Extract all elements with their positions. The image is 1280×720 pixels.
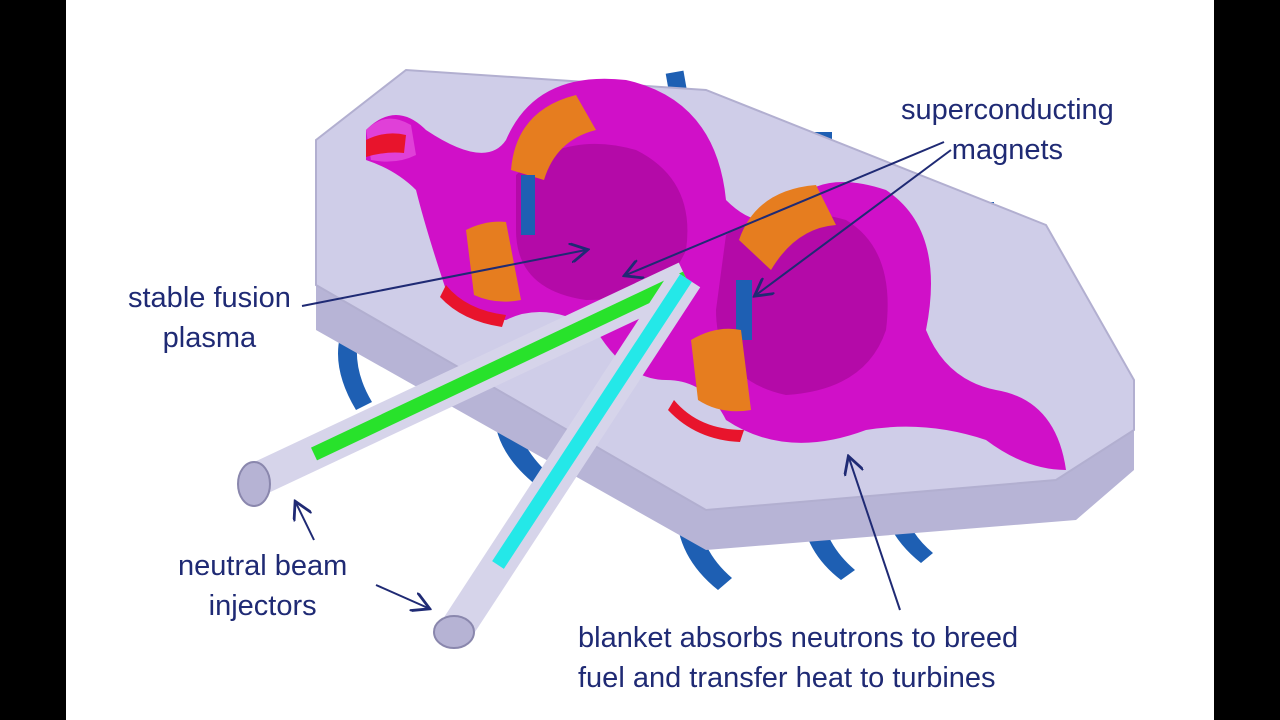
- label-superconducting-magnets: superconducting magnets: [901, 94, 1114, 166]
- label-stable-fusion-plasma: stable fusion plasma: [128, 282, 291, 354]
- magnet-coils: [466, 95, 836, 412]
- reactor-diagram: [237, 68, 1135, 649]
- annotation-arrows: [296, 141, 952, 611]
- arrow-blanket: [849, 458, 901, 611]
- arrow-injector-cyan: [375, 584, 428, 608]
- arrow-injector-green: [296, 503, 315, 541]
- arrow-plasma: [301, 250, 586, 307]
- arrow-magnet-left: [626, 141, 945, 275]
- beam-injector-cyan: [433, 268, 701, 649]
- label-blanket: blanket absorbs neutrons to breed fuel a…: [578, 622, 1019, 694]
- divertor-plates: [366, 133, 744, 442]
- beam-injector-green: [237, 262, 694, 507]
- figure-frame: superconducting magnets stable fusion pl…: [66, 0, 1214, 720]
- label-neutral-beam-injectors: neutral beam injectors: [178, 550, 348, 622]
- arrow-magnet-right: [756, 149, 952, 295]
